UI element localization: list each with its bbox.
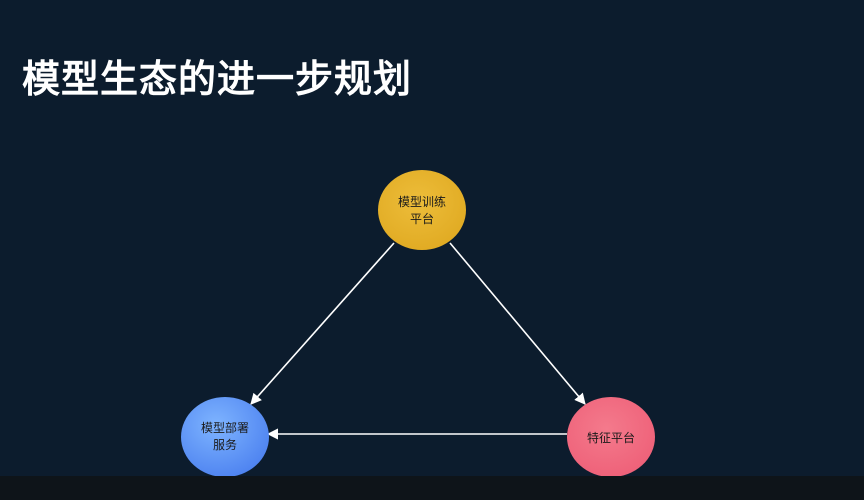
node-label-line: 特征平台 — [587, 430, 635, 445]
arrow-training-to-feature — [449, 242, 586, 405]
page-title: 模型生态的进一步规划 — [22, 57, 413, 101]
node-label-line: 模型部署 — [201, 420, 249, 435]
node-model-deployment-service: 模型部署 服务 — [181, 397, 269, 477]
node-model-training-platform: 模型训练 平台 — [378, 170, 466, 250]
node-feature-platform: 特征平台 — [567, 397, 655, 477]
arrow-training-to-deploy — [250, 242, 395, 405]
node-label-line: 模型训练 — [398, 194, 446, 209]
node-label-line: 服务 — [213, 437, 237, 452]
node-label-line: 平台 — [410, 211, 434, 226]
bottom-bar — [0, 476, 864, 500]
